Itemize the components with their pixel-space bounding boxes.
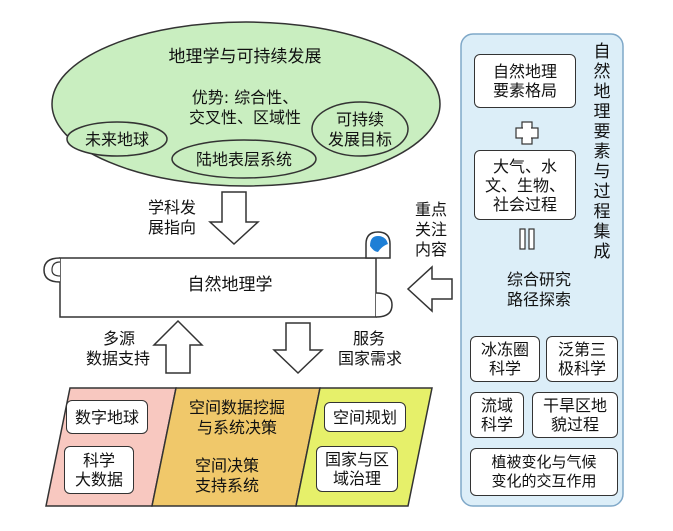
future-earth-ellipse (66, 121, 168, 157)
explore-line2: 路径探索 (506, 290, 571, 309)
plus-icon (515, 121, 539, 145)
digital-earth-box: 数字地球 (66, 400, 148, 434)
scroll-label: 自然地理学 (187, 275, 273, 295)
guide-label-line1: 学科发 (147, 198, 196, 217)
focus-arrow (406, 265, 453, 313)
process-line1: 大气、水 (492, 156, 557, 176)
natural-pattern-box: 自然地理 要素格局 (474, 54, 576, 108)
process-line3: 社会过程 (492, 194, 557, 214)
serve-label-line1: 服务 (352, 329, 385, 348)
middle-line1: 空间数据挖掘 (188, 398, 285, 417)
focus-label-line3: 内容 (414, 240, 447, 259)
spatial-planning-box: 空间规划 (324, 402, 406, 432)
parallel-icon (519, 228, 535, 250)
process-line2: 文、生物、 (484, 175, 565, 195)
middle-line4: 支持系统 (194, 476, 259, 495)
ellipse-title: 地理学与可持续发展 (168, 47, 322, 67)
governance-box: 国家与区 域治理 (316, 446, 398, 492)
science-bigdata-line2: 大数据 (74, 470, 123, 489)
arid-line2: 貌过程 (550, 415, 599, 434)
vegetation-climate-line1: 植被变化与气候 (491, 453, 597, 471)
middle-line3: 空间决策 (194, 456, 259, 475)
third-pole-box: 泛第三 极科学 (546, 336, 618, 382)
process-box: 大气、水 文、生物、 社会过程 (474, 150, 576, 220)
cryosphere-line2: 科学 (488, 359, 521, 378)
focus-label-line2: 关注 (414, 220, 447, 239)
science-bigdata-box: 科学 大数据 (64, 446, 134, 494)
support-label-line2: 数据支持 (85, 349, 150, 368)
third-pole-line2: 极科学 (557, 359, 606, 378)
advantage-line2: 交叉性、区域性 (188, 108, 301, 127)
arid-line1: 干旱区地 (542, 396, 607, 415)
third-pole-line1: 泛第三 (557, 340, 606, 359)
digital-earth-label: 数字地球 (74, 407, 139, 427)
vegetation-climate-line2: 变化的交互作用 (491, 472, 597, 490)
serve-label-line2: 国家需求 (337, 349, 402, 368)
governance-line1: 国家与区 (324, 450, 389, 469)
support-label-line1: 多源 (102, 329, 135, 348)
cryosphere-line1: 冰冻圈 (480, 340, 529, 359)
natural-pattern-line1: 自然地理 (492, 62, 557, 81)
sdg-ellipse (311, 101, 409, 157)
future-earth-label: 未来地球 (84, 130, 149, 149)
explore-line1: 综合研究 (506, 270, 571, 289)
scroll-banner (43, 231, 393, 318)
focus-label-line1: 重点 (414, 200, 447, 219)
science-bigdata-line1: 科学 (82, 451, 115, 470)
governance-line2: 域治理 (332, 469, 381, 488)
basin-line2: 科学 (480, 415, 513, 434)
basin-line1: 流域 (480, 396, 513, 415)
spatial-planning-label: 空间规划 (332, 407, 397, 427)
sdg-line2: 发展目标 (327, 130, 392, 149)
surface-system-ellipse (171, 139, 317, 179)
surface-system-label: 陆地表层系统 (195, 150, 292, 169)
cryosphere-box: 冰冻圈 科学 (470, 336, 540, 382)
support-arrow (152, 319, 204, 374)
advantage-line1: 优势: 综合性、 (191, 88, 299, 107)
vegetation-climate-box: 植被变化与气候 变化的交互作用 (470, 448, 618, 496)
panel-vertical-title: 自然地理要素与过程集成 (593, 42, 611, 262)
arid-box: 干旱区地 貌过程 (532, 392, 618, 438)
serve-arrow (272, 322, 324, 375)
guide-label-line2: 展指向 (147, 218, 196, 237)
basin-box: 流域 科学 (470, 392, 524, 438)
guide-arrow (208, 191, 260, 246)
natural-pattern-line2: 要素格局 (492, 81, 557, 100)
sdg-line1: 可持续 (335, 110, 384, 129)
middle-line2: 与系统决策 (196, 418, 277, 437)
